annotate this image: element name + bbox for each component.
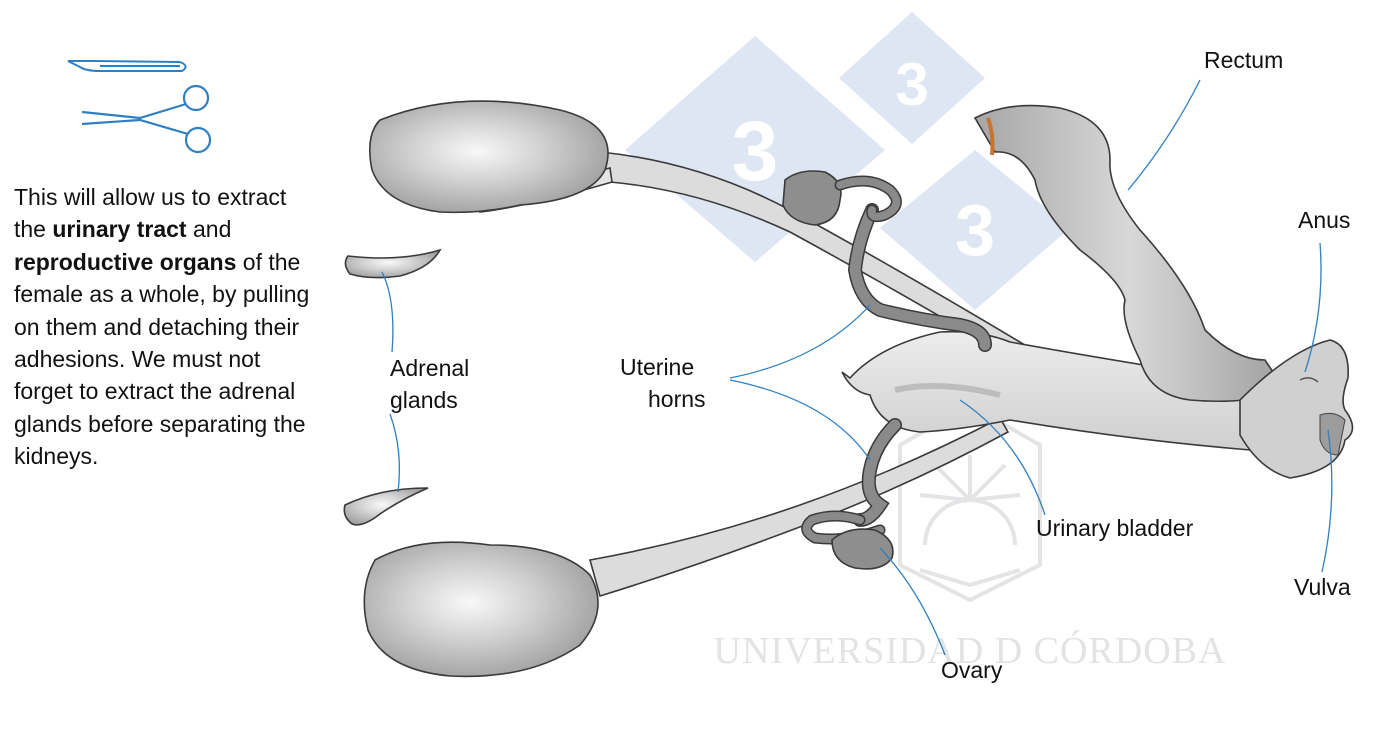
uterine-horn-upper: [849, 204, 991, 351]
scalpel-icon: [67, 60, 187, 72]
watermark-diamond: [880, 150, 1070, 310]
vulva-mark: [1319, 412, 1346, 456]
label-rectum: Rectum: [1204, 47, 1283, 73]
adrenal-gland-upper: [344, 248, 442, 279]
watermark-digit: 3: [955, 191, 995, 271]
label-uterine-horns-line2: horns: [648, 386, 706, 412]
leader-anus: [1304, 242, 1322, 373]
leader-rectum: [1127, 79, 1201, 191]
watermark-diamond: [839, 12, 985, 144]
leader-ovary: [879, 547, 946, 656]
description-part: and: [186, 216, 232, 243]
ureter-lower: [588, 416, 1010, 598]
kidney-lower: [363, 541, 599, 678]
leader-lines: [381, 79, 1333, 656]
anus-mark: [1299, 377, 1319, 383]
leader-adrenal-upper: [381, 271, 394, 353]
ovary-upper: [782, 170, 842, 226]
watermark-digit: 3: [895, 51, 928, 118]
urinary-bladder: [841, 330, 1251, 451]
leader-uterine-horn-lower: [729, 379, 871, 461]
label-ovary: Ovary: [941, 657, 1003, 683]
label-urinary-bladder: Urinary bladder: [1036, 515, 1194, 541]
uterine-horn-lower: [854, 419, 901, 526]
watermark-logo: 3 3 3: [625, 12, 1070, 310]
watermark-digit: 3: [732, 104, 779, 198]
label-adrenal-glands-line2: glands: [390, 387, 458, 413]
adrenal-gland-lower: [343, 487, 429, 526]
watermark-institution-text: UNIVERSIDAD D CÓRDOBA: [714, 630, 1227, 672]
description-text: This will allow us to extract the urinar…: [14, 181, 324, 473]
rectum-ligature: [986, 117, 995, 156]
bladder-shading: [894, 383, 1001, 398]
description-bold-reproductive: reproductive organs: [14, 248, 237, 275]
description-part: of the female as a whole, by pulling on …: [14, 248, 310, 470]
ovary-lower: [831, 528, 894, 570]
label-anus: Anus: [1298, 207, 1350, 233]
watermark-seal: [898, 402, 1042, 603]
label-adrenal-glands-line1: Adrenal: [390, 355, 469, 381]
label-vulva: Vulva: [1294, 574, 1351, 600]
description-part: This will allow us to extract the: [14, 184, 287, 243]
label-uterine-horns-line1: Uterine: [620, 354, 694, 380]
oviduct-upper: [836, 177, 901, 221]
leader-urinary-bladder: [959, 399, 1046, 516]
leader-adrenal-lower: [389, 413, 400, 493]
kidney-upper: [369, 100, 609, 214]
scissors-icon: [81, 84, 212, 154]
leader-uterine-horn-upper: [729, 304, 871, 379]
description-bold-urinary: urinary tract: [52, 216, 187, 243]
leader-vulva: [1321, 429, 1333, 573]
